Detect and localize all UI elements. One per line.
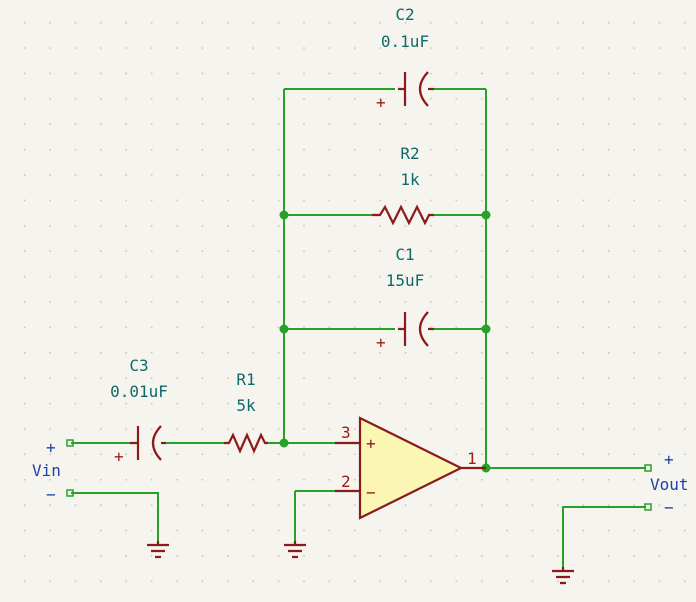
opamp-pin2-number: 2 (341, 472, 351, 491)
wire-vin-minus-to-ground (71, 492, 159, 541)
junction-dot (481, 210, 491, 220)
c3-polarity: + (114, 447, 124, 466)
vin-minus-pin (66, 489, 74, 497)
c1-reference: C1 (395, 245, 414, 264)
c1-polarity: + (376, 333, 386, 352)
c2-polarity: + (376, 93, 386, 112)
vout-plus-label: + (664, 450, 674, 469)
vout-plus-pin (644, 464, 652, 472)
c3-value: 0.01uF (110, 382, 168, 401)
ground-symbol-vout (552, 567, 574, 585)
vout-minus-pin (644, 503, 652, 511)
junction-dot (279, 438, 289, 448)
r1-reference: R1 (236, 370, 255, 389)
resistor-r1[interactable]: R1 5k (224, 370, 268, 454)
wire-vout-minus-to-ground (562, 506, 646, 567)
capacitor-c1[interactable]: + C1 15uF (376, 245, 434, 352)
opamp-triangle (358, 416, 464, 520)
opamp-pin1-number: 1 (467, 449, 477, 468)
junction-dot (279, 324, 289, 334)
vout-label: Vout (650, 475, 689, 494)
vin-plus-label: + (46, 438, 56, 457)
opamp-plus-sign: + (366, 434, 376, 453)
wire-pin2 (294, 490, 360, 541)
resistor-r2[interactable]: R2 1k (372, 144, 434, 226)
vin-minus-label: − (46, 485, 56, 504)
c2-value: 0.1uF (381, 32, 429, 51)
vout-port[interactable]: + Vout − (644, 450, 689, 517)
capacitor-c3[interactable]: + C3 0.01uF (110, 356, 168, 466)
opamp[interactable]: + − 3 2 1 (335, 416, 486, 520)
vin-port[interactable]: + Vin − (32, 438, 74, 504)
c2-reference: C2 (395, 5, 414, 24)
wires (71, 88, 646, 567)
junction-dot (481, 324, 491, 334)
opamp-minus-sign: − (366, 483, 376, 502)
vout-minus-label: − (664, 498, 674, 517)
r2-reference: R2 (400, 144, 419, 163)
c1-value: 15uF (386, 271, 425, 290)
opamp-pin3-number: 3 (341, 423, 351, 442)
capacitor-c2[interactable]: + C2 0.1uF (376, 5, 434, 112)
vin-label: Vin (32, 461, 61, 480)
ground-symbol-vin (147, 541, 169, 559)
ground-symbol-opamp (284, 541, 306, 559)
r1-value: 5k (236, 396, 256, 415)
c3-reference: C3 (129, 356, 148, 375)
junction-dot (279, 210, 289, 220)
r2-value: 1k (400, 170, 420, 189)
vin-plus-pin (66, 439, 74, 447)
